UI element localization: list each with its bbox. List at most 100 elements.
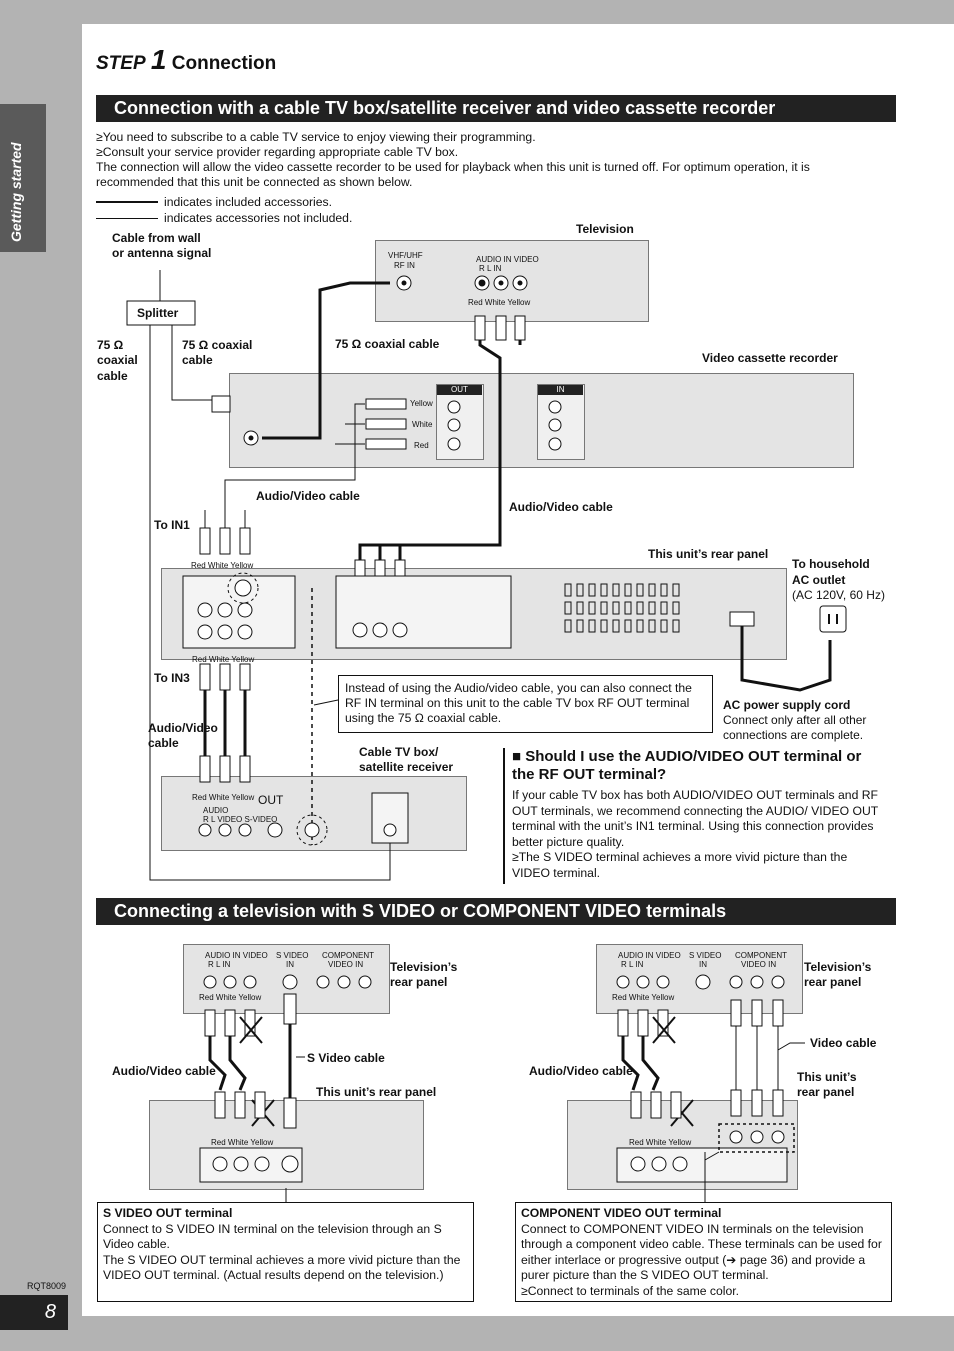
- side-tab: Getting started: [0, 104, 46, 252]
- right-label-unit-rear: This unit’s: [797, 1070, 857, 1084]
- right-label-video-cable: Video cable: [810, 1036, 877, 1050]
- legend-thin-line: [96, 217, 158, 219]
- vcr-out-block: [436, 384, 484, 460]
- box-audio-label: AUDIO: [203, 806, 229, 815]
- right-label-tv-rear-2: rear panel: [804, 975, 862, 989]
- question-heading: ■ Should I use the AUDIO/VIDEO OUT termi…: [512, 748, 862, 783]
- label-to-in3: To IN3: [154, 671, 190, 685]
- left-tv-svideo-in: IN: [286, 960, 294, 969]
- left-tv-rl-in: R L IN: [208, 960, 231, 969]
- section1-intro: ≥You need to subscribe to a cable TV ser…: [96, 130, 886, 190]
- left-tv-component: COMPONENT: [322, 951, 374, 960]
- tv-rl-in-label: R L IN: [479, 264, 502, 273]
- in1-rwy-label: Red White Yellow: [191, 561, 254, 570]
- vcr-yellow-label: Yellow: [410, 399, 433, 408]
- question-bullet: ≥The S VIDEO terminal achieves a more vi…: [512, 850, 848, 880]
- television-panel: [375, 240, 649, 322]
- label-cable-wall: Cable from wall: [112, 231, 201, 245]
- component-out-title: COMPONENT VIDEO OUT terminal: [521, 1206, 722, 1220]
- left-unit-panel: [149, 1100, 424, 1190]
- label-coax-a-2: coaxial: [97, 353, 138, 367]
- right-tv-comp-in: VIDEO IN: [741, 960, 777, 969]
- left-unit-rwy: Red White Yellow: [211, 1138, 274, 1147]
- right-tv-rl-in: R L IN: [621, 960, 644, 969]
- label-coax-c: 75 Ω coaxial cable: [335, 337, 440, 351]
- this-unit-rear-panel: [161, 568, 787, 660]
- step-number: 1: [150, 44, 167, 75]
- label-to-in1: To IN1: [154, 518, 190, 532]
- right-tv-component: COMPONENT: [735, 951, 787, 960]
- section1-heading: Connection with a cable TV box/satellite…: [96, 95, 896, 122]
- s-video-out-text-2: The S VIDEO OUT terminal achieves a more…: [103, 1252, 461, 1283]
- right-label-unit-rear-2: rear panel: [797, 1085, 855, 1099]
- right-tv-svideo-in: IN: [699, 960, 707, 969]
- intro-bullet-1: ≥You need to subscribe to a cable TV ser…: [96, 130, 536, 144]
- legend: indicates included accessories. indicate…: [96, 194, 352, 226]
- label-coax-b: 75 Ω coaxial: [182, 338, 253, 352]
- vcr-white-label: White: [412, 420, 433, 429]
- label-splitter: Splitter: [137, 306, 179, 320]
- vcr-red-label: Red: [414, 441, 429, 450]
- question-body: If your cable TV box has both AUDIO/VIDE…: [512, 788, 878, 849]
- label-ac-cord-note: Connect only after all other: [723, 713, 867, 727]
- s-video-out-title: S VIDEO OUT terminal: [103, 1206, 233, 1220]
- label-rear-panel: This unit’s rear panel: [648, 547, 769, 561]
- left-label-unit-rear: This unit’s rear panel: [316, 1085, 437, 1099]
- label-av-cable-3: Audio/Video: [148, 721, 218, 735]
- label-television: Television: [576, 222, 634, 236]
- label-household-2: AC outlet: [792, 573, 846, 587]
- left-tv-audio-in: AUDIO IN VIDEO: [205, 951, 268, 960]
- vcr-out-label: OUT: [437, 385, 482, 395]
- component-out-bullet: ≥Connect to terminals of the same color.: [521, 1283, 740, 1298]
- step-heading: STEP 1 Connection: [96, 44, 276, 76]
- right-label-av-cable: Audio/Video cable: [529, 1064, 633, 1078]
- tv-vhf-label: VHF/UHF: [388, 251, 423, 260]
- label-av-cable-3b: cable: [148, 736, 179, 750]
- left-tv-rwy: Red White Yellow: [199, 993, 262, 1002]
- label-cable-box: Cable TV box/: [359, 745, 439, 759]
- label-av-cable-1: Audio/Video cable: [256, 489, 360, 503]
- left-label-s-cable: S Video cable: [307, 1051, 385, 1065]
- legend-solid-line: [96, 201, 158, 203]
- left-label-av-cable: Audio/Video cable: [112, 1064, 216, 1078]
- s-video-out-text: Connect to S VIDEO IN terminal on the te…: [103, 1221, 442, 1252]
- left-label-tv-rear-2: rear panel: [390, 975, 448, 989]
- tv-audio-in-label: AUDIO IN VIDEO: [476, 255, 539, 264]
- label-household-3: (AC 120V, 60 Hz): [792, 588, 885, 602]
- s-video-out-box: S VIDEO OUT terminal Connect to S VIDEO …: [97, 1202, 474, 1302]
- component-out-box: COMPONENT VIDEO OUT terminal Connect to …: [515, 1202, 892, 1302]
- label-ac-cord-note-2: connections are complete.: [723, 728, 864, 742]
- step-word: STEP: [96, 53, 146, 74]
- in3-rwy-label: Red White Yellow: [192, 655, 255, 664]
- left-tv-svideo: S VIDEO: [276, 951, 309, 960]
- tv-rwy-label: Red White Yellow: [468, 298, 531, 307]
- label-vcr: Video cassette recorder: [702, 351, 838, 365]
- box-out-label: OUT: [258, 793, 284, 807]
- tv-rfin-label: RF IN: [394, 261, 415, 270]
- label-cable-box-2: satellite receiver: [359, 760, 454, 774]
- question-bar: [503, 748, 505, 884]
- box-in-label: IN: [382, 795, 394, 809]
- intro-note: The connection will allow the video cass…: [96, 160, 810, 189]
- page-number: 8: [0, 1295, 68, 1330]
- out-rwy-label: Red White Yellow: [347, 607, 410, 616]
- vcr-in-block: [537, 384, 585, 460]
- left-tv-comp-in: VIDEO IN: [328, 960, 364, 969]
- label-ac-cord: AC power supply cord: [723, 698, 851, 712]
- right-label-tv-rear: Television’s: [804, 960, 872, 974]
- label-household: To household: [792, 557, 870, 571]
- label-cable-wall-2: or antenna signal: [112, 246, 212, 260]
- right-tv-rwy: Red White Yellow: [612, 993, 675, 1002]
- step-title: Connection: [171, 53, 277, 74]
- label-coax-a: 75 Ω: [97, 338, 124, 352]
- left-label-tv-rear: Television’s: [390, 960, 458, 974]
- component-out-text: Connect to COMPONENT VIDEO IN terminals …: [521, 1221, 882, 1283]
- side-tab-label: Getting started: [8, 142, 24, 242]
- label-coax-b-2: cable: [182, 353, 213, 367]
- right-tv-svideo: S VIDEO: [689, 951, 722, 960]
- right-tv-audio-in: AUDIO IN VIDEO: [618, 951, 681, 960]
- question-box: ■ Should I use the AUDIO/VIDEO OUT termi…: [512, 748, 887, 881]
- right-unit-rwy: Red White Yellow: [629, 1138, 692, 1147]
- doc-code: RQT8009: [27, 1281, 67, 1291]
- rf-in-callout: Instead of using the Audio/video cable, …: [338, 675, 713, 733]
